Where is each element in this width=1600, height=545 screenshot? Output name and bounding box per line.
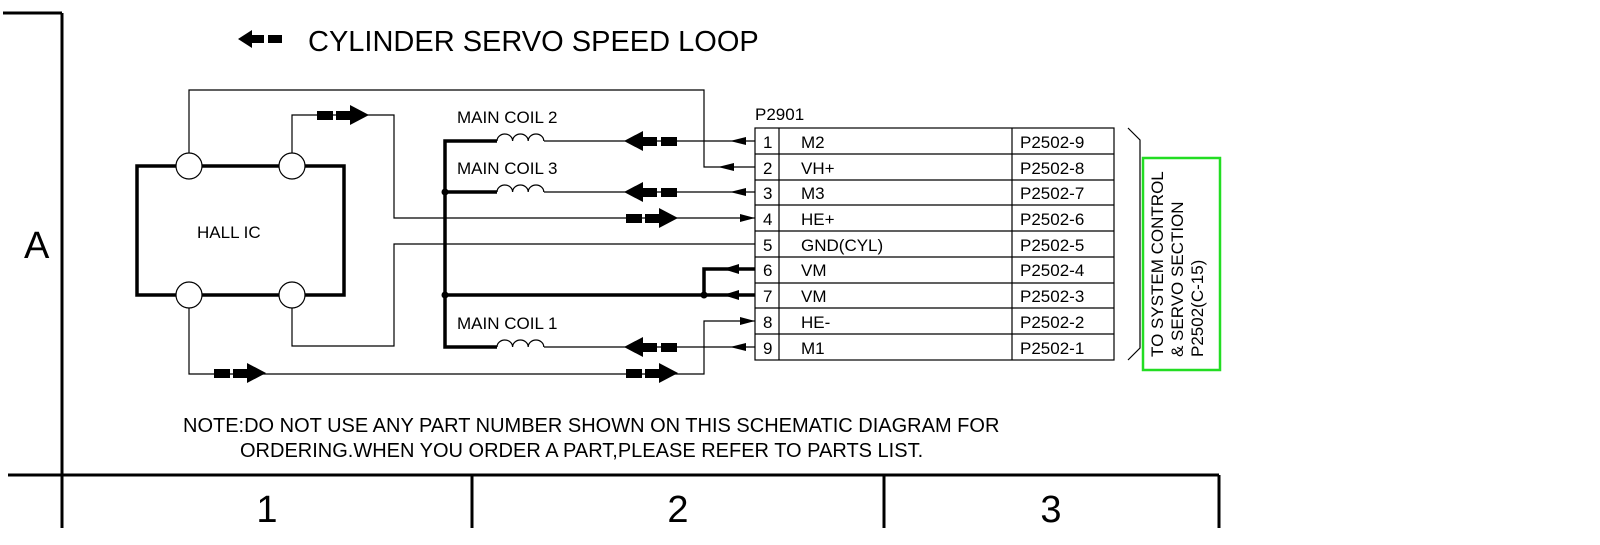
hall-ic-box (135, 164, 346, 297)
connector-table (754, 127, 1115, 361)
connector-row: 4 HE+ P2502-6 (763, 210, 1084, 229)
pin-signal: HE+ (801, 210, 835, 229)
pin-signal: VH+ (801, 159, 835, 178)
coil-symbols (496, 133, 545, 348)
connector-row: 9 M1 P2502-1 (763, 339, 1084, 358)
pin-signal: M2 (801, 133, 825, 152)
pin-number: 1 (763, 133, 772, 152)
frame (3, 11, 1221, 528)
connector-row: 5 GND(CYL) P2502-5 (763, 236, 1084, 255)
connector-row: 3 M3 P2502-7 (763, 184, 1084, 203)
wire-vh-plus (188, 89, 755, 168)
pin-number: 9 (763, 339, 772, 358)
connector-row: 7 VM P2502-3 (763, 287, 1084, 306)
pin-destination: P2502-9 (1020, 133, 1084, 152)
connector-row: 6 VM P2502-4 (763, 261, 1084, 280)
pin-number: 8 (763, 313, 772, 332)
destination-highlight-box (1141, 156, 1222, 372)
title-flow-arrow-icon (238, 30, 282, 48)
bus-junction-dots (441, 188, 708, 299)
pin-destination: P2502-5 (1020, 236, 1084, 255)
grid-col-label-3: 3 (1040, 489, 1061, 531)
flow-arrow-left-icon (624, 337, 677, 357)
wire-he-plus (291, 114, 755, 219)
connector-row: 2 VH+ P2502-8 (763, 159, 1084, 178)
flow-arrow-right-icon (214, 363, 266, 383)
coil3-label: MAIN COIL 3 (457, 159, 557, 178)
destination-line-1: TO SYSTEM CONTROL (1148, 171, 1167, 357)
pin-number: 4 (763, 210, 772, 229)
pin-destination: P2502-3 (1020, 287, 1084, 306)
wire-he-minus (188, 308, 755, 375)
coil1-label: MAIN COIL 1 (457, 314, 557, 333)
coil1-winding (496, 339, 545, 348)
pin-signal: M1 (801, 339, 825, 358)
pin-signal: GND(CYL) (801, 236, 883, 255)
hall-terminal-top-left (175, 152, 203, 180)
wire-arrowheads (718, 137, 755, 351)
destination-line-3: P2502(C-15) (1188, 260, 1207, 357)
note-line-1: NOTE:DO NOT USE ANY PART NUMBER SHOWN ON… (183, 415, 999, 437)
hall-terminal-bottom-left (175, 281, 203, 309)
pin-signal: VM (801, 261, 827, 280)
connector-name: P2901 (755, 105, 804, 124)
destination-label: TO SYSTEM CONTROL & SERVO SECTION P2502(… (1148, 171, 1207, 357)
coil2-label: MAIN COIL 2 (457, 108, 557, 127)
hall-terminal-bottom-right (278, 281, 306, 309)
pin-destination: P2502-8 (1020, 159, 1084, 178)
pin-destination: P2502-6 (1020, 210, 1084, 229)
flow-arrow-right-icon (626, 363, 678, 383)
hall-ic-label: HALL IC (197, 223, 261, 242)
note-line-2: ORDERING.WHEN YOU ORDER A PART,PLEASE RE… (240, 440, 923, 462)
connector-row: 8 HE- P2502-2 (763, 313, 1084, 332)
grid-col-label-2: 2 (667, 489, 688, 531)
flow-arrow-right-icon (626, 208, 678, 228)
wire-gnd (291, 243, 755, 347)
pin-destination: P2502-1 (1020, 339, 1084, 358)
pin-number: 6 (763, 261, 772, 280)
connector-row: 1 M2 P2502-9 (763, 133, 1084, 152)
hall-terminal-top-right (278, 152, 306, 180)
pin-destination: P2502-2 (1020, 313, 1084, 332)
coil2-winding (496, 133, 545, 142)
flow-arrow-left-icon (624, 131, 677, 151)
pin-signal: HE- (801, 313, 830, 332)
pin-signal: VM (801, 287, 827, 306)
pin-number: 3 (763, 184, 772, 203)
pin-destination: P2502-7 (1020, 184, 1084, 203)
destination-bracket (1127, 127, 1141, 361)
flow-arrow-right-icon (317, 105, 369, 125)
pin-number: 5 (763, 236, 772, 255)
destination-line-2: & SERVO SECTION (1168, 201, 1187, 357)
grid-row-label: A (24, 225, 50, 267)
grid-col-label-1: 1 (256, 489, 277, 531)
pin-number: 2 (763, 159, 772, 178)
flow-arrow-left-icon (624, 182, 677, 202)
pin-number: 7 (763, 287, 772, 306)
coil3-winding (496, 184, 545, 193)
pin-signal: M3 (801, 184, 825, 203)
flow-markers (214, 105, 678, 383)
diagram-title: CYLINDER SERVO SPEED LOOP (308, 26, 759, 58)
connector-rows: 1 M2 P2502-9 2 VH+ P2502-8 3 M3 P2502-7 … (763, 133, 1084, 358)
pin-destination: P2502-4 (1020, 261, 1084, 280)
